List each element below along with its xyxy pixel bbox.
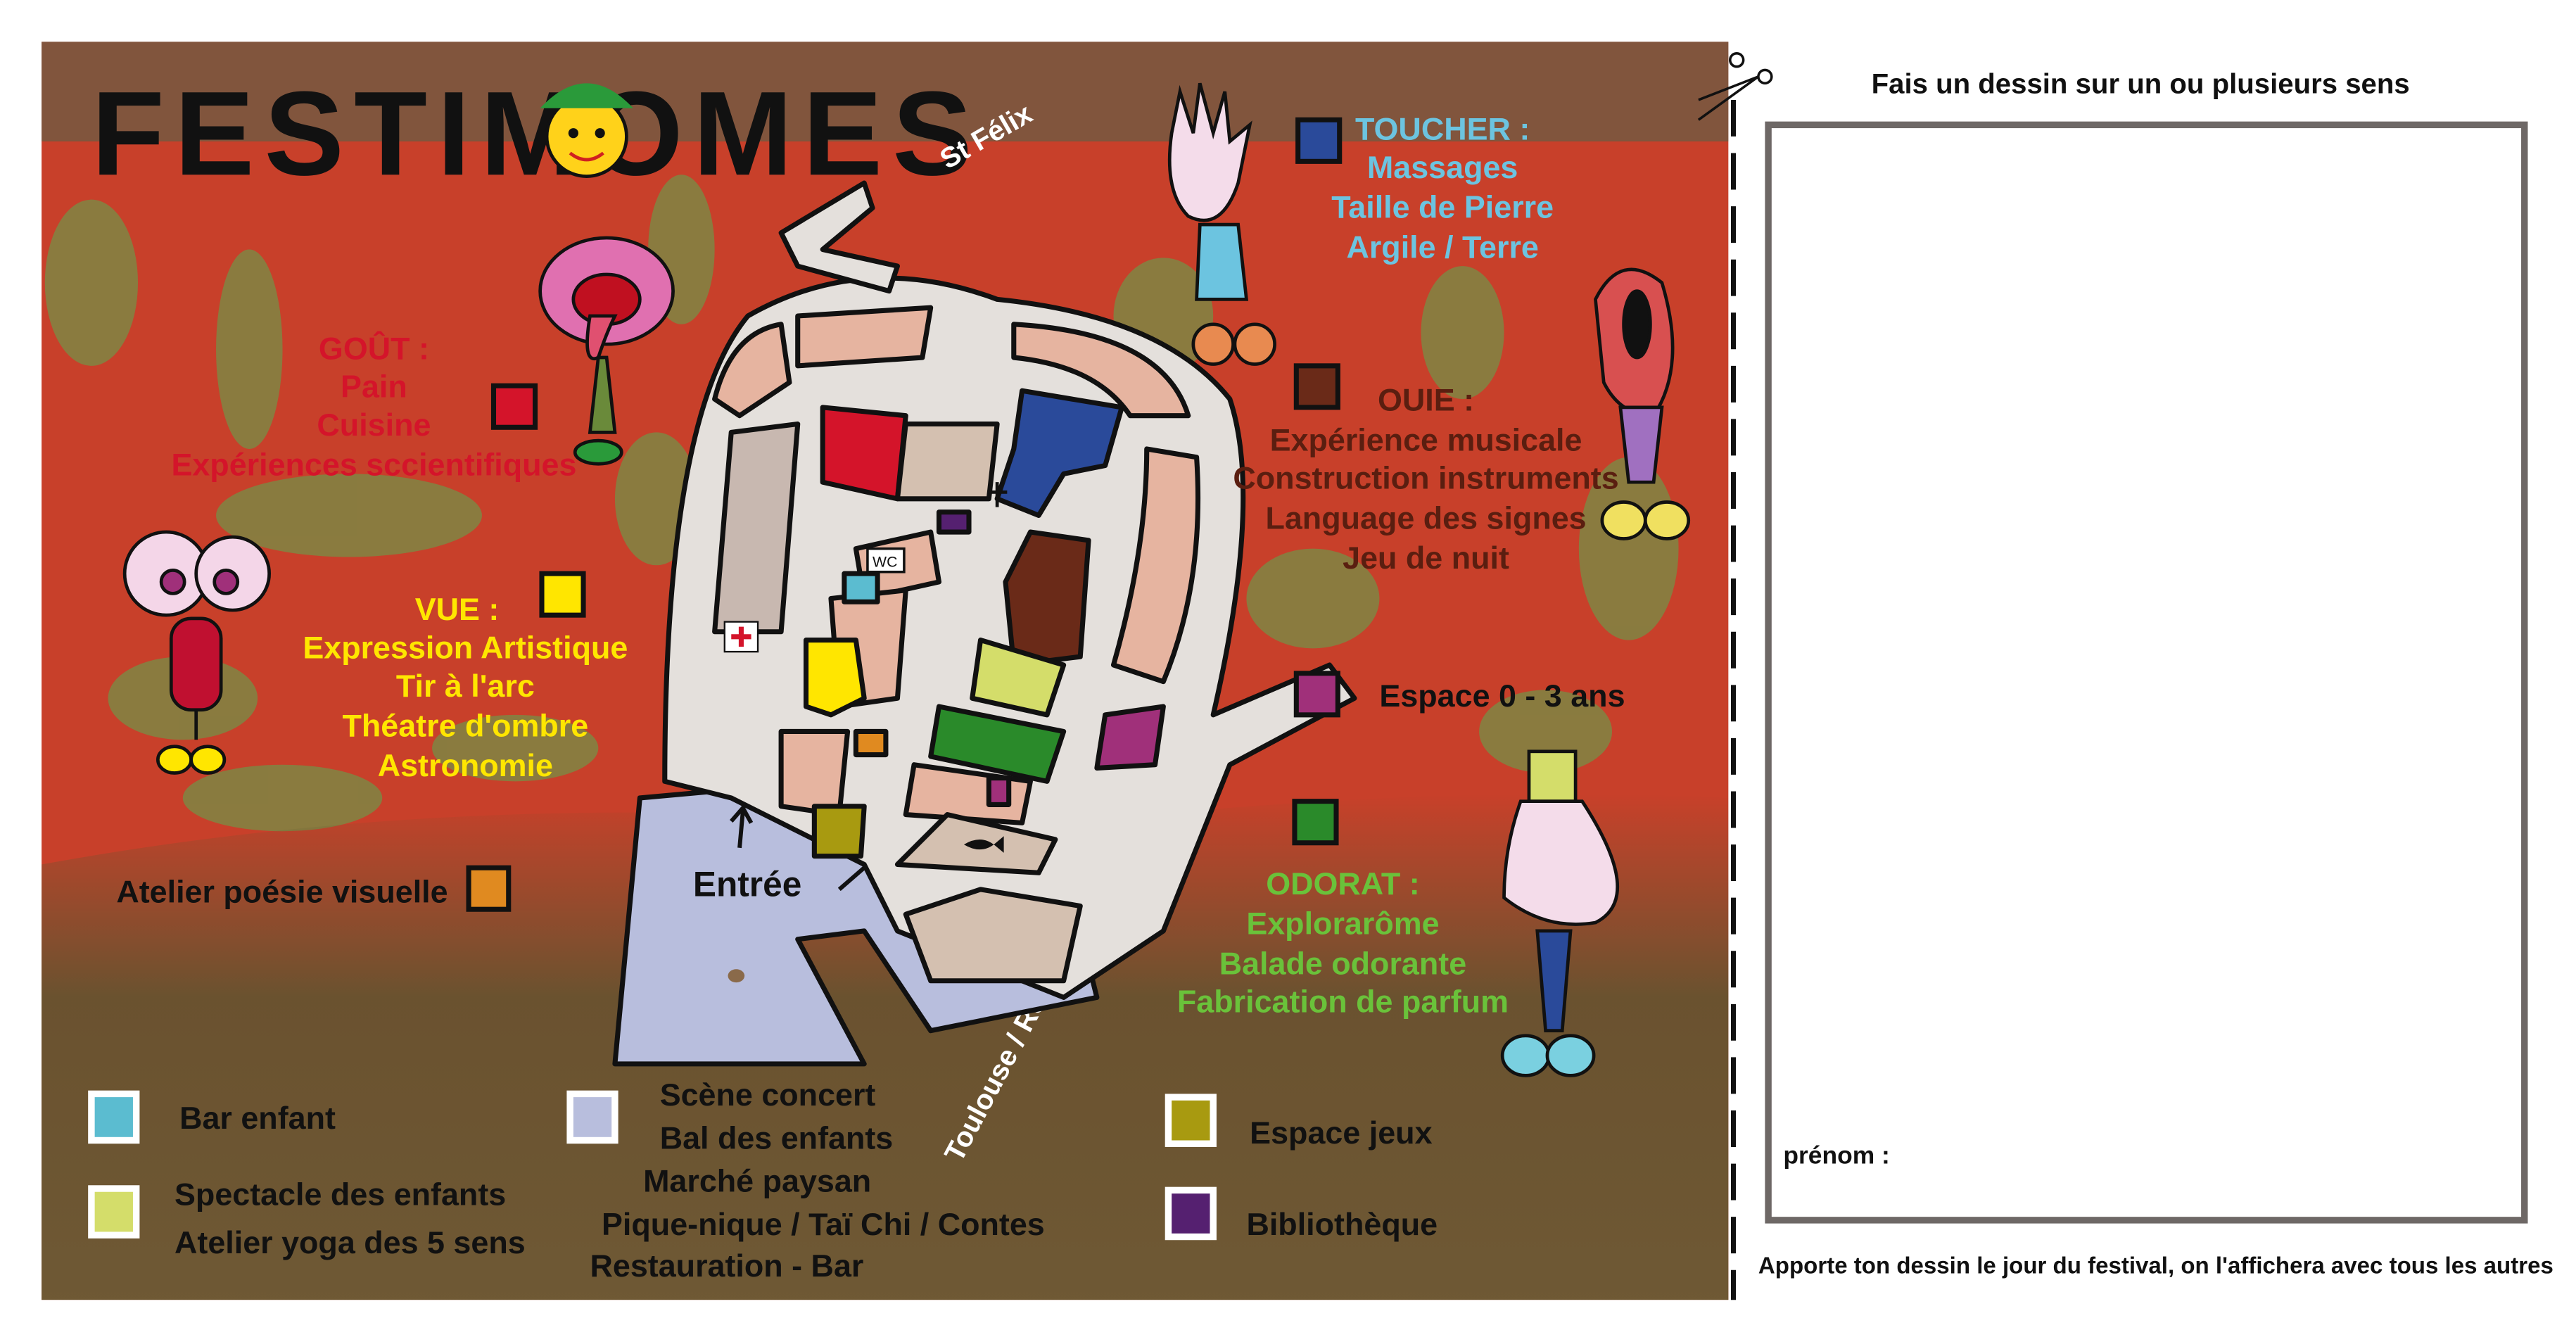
footer-note: Apporte ton dessin le jour du festival, … xyxy=(1758,1253,2553,1279)
marker-vue xyxy=(539,571,586,618)
first-aid-cross-icon xyxy=(723,621,759,653)
church-cross-icon xyxy=(986,482,1008,507)
svg-text:Bal des enfants: Bal des enfants xyxy=(660,1120,894,1155)
drawing-area[interactable] xyxy=(1765,121,2528,1224)
legend-marker-espace-jeux xyxy=(1165,1094,1217,1147)
drawing-heading: Fais un dessin sur un ou plusieurs sens xyxy=(1872,68,2410,99)
svg-text:ODORAT :: ODORAT : xyxy=(1266,866,1419,901)
svg-text:Espace jeux: Espace jeux xyxy=(1250,1115,1432,1151)
svg-text:Massages: Massages xyxy=(1367,149,1518,185)
wc-marker: WC xyxy=(866,547,906,574)
festival-title: FESTIMOMES xyxy=(91,67,982,201)
arrow-icon xyxy=(837,866,866,892)
svg-text:Restauration - Bar: Restauration - Bar xyxy=(590,1248,863,1284)
svg-text:Spectacle des enfants: Spectacle des enfants xyxy=(175,1177,506,1212)
svg-text:Jeu de nuit: Jeu de nuit xyxy=(1343,540,1509,576)
svg-text:Bibliothèque: Bibliothèque xyxy=(1246,1206,1438,1242)
mascot-face-logo xyxy=(540,83,633,178)
tree-icon xyxy=(728,969,745,983)
svg-text:Tir à l'arc: Tir à l'arc xyxy=(396,668,535,704)
svg-text:TOUCHER :: TOUCHER : xyxy=(1355,111,1530,147)
svg-text:Marché paysan: Marché paysan xyxy=(643,1163,871,1199)
svg-text:Scène concert: Scène concert xyxy=(660,1077,876,1113)
svg-text:Expérience musicale: Expérience musicale xyxy=(1270,422,1582,457)
mouth-character xyxy=(538,236,675,466)
svg-text:OUIE :: OUIE : xyxy=(1378,382,1474,418)
legend-marker-spectacle xyxy=(88,1185,140,1239)
nose-character xyxy=(1500,749,1619,1077)
svg-text:Atelier yoga des 5 sens: Atelier yoga des 5 sens xyxy=(175,1224,526,1260)
marker-espace-0-3 xyxy=(1293,671,1340,718)
eyes-character xyxy=(122,530,271,775)
svg-text:Bar enfant: Bar enfant xyxy=(179,1100,336,1136)
svg-text:Pique-nique / Taï Chi / Contes: Pique-nique / Taï Chi / Contes xyxy=(602,1206,1045,1242)
name-label: prénom : xyxy=(1783,1141,1889,1170)
svg-text:GOÛT :: GOÛT : xyxy=(319,330,429,366)
legend-marker-bibliotheque xyxy=(1165,1186,1217,1241)
sense-gout: GOÛT : Pain Cuisine Expériences sccienti… xyxy=(171,330,576,482)
entrance-label: Entrée xyxy=(693,864,801,904)
marker-odorat xyxy=(1292,799,1339,846)
marker-toucher xyxy=(1295,117,1343,164)
svg-text:Expériences sccientifiques: Expériences sccientifiques xyxy=(171,447,576,483)
svg-text:Explorarôme: Explorarôme xyxy=(1246,906,1439,942)
hand-character xyxy=(1167,82,1276,366)
svg-text:Astronomie: Astronomie xyxy=(378,747,553,783)
marker-gout xyxy=(490,383,538,430)
ear-character xyxy=(1594,267,1691,540)
svg-text:Construction instruments: Construction instruments xyxy=(1233,460,1618,496)
sense-vue: VUE : Expression Artistique Tir à l'arc … xyxy=(303,591,628,783)
svg-text:Balade odorante: Balade odorante xyxy=(1219,945,1466,981)
scissors-icon xyxy=(1697,52,1773,121)
extra-espace-0-3: Espace 0 - 3 ans xyxy=(1379,678,1625,714)
arrow-up-icon xyxy=(730,804,754,849)
fish-icon xyxy=(963,836,1004,853)
svg-text:Cuisine: Cuisine xyxy=(317,407,431,443)
village-plan xyxy=(612,180,1357,1067)
extra-atelier-poesie: Atelier poésie visuelle xyxy=(116,874,448,910)
legend-marker-bar-enfant xyxy=(88,1090,140,1144)
svg-text:VUE :: VUE : xyxy=(415,591,500,627)
sense-odorat: ODORAT : Explorarôme Balade odorante Fab… xyxy=(1177,866,1509,1020)
svg-text:WC: WC xyxy=(873,554,897,571)
marker-poesie xyxy=(466,865,512,912)
svg-text:Fabrication de parfum: Fabrication de parfum xyxy=(1177,984,1509,1020)
marker-ouie xyxy=(1293,363,1340,410)
sense-toucher: TOUCHER : Massages Taille de Pierre Argi… xyxy=(1331,111,1554,265)
svg-text:Pain: Pain xyxy=(341,369,407,405)
svg-text:Argile / Terre: Argile / Terre xyxy=(1346,229,1538,265)
svg-text:Expression Artistique: Expression Artistique xyxy=(303,630,628,666)
svg-text:Taille de Pierre: Taille de Pierre xyxy=(1331,189,1554,225)
svg-text:Théatre d'ombre: Théatre d'ombre xyxy=(342,708,588,744)
legend-marker-scene xyxy=(566,1090,618,1144)
legend: Bar enfant Spectacle des enfants Atelier… xyxy=(88,1077,1438,1284)
sense-ouie: OUIE : Expérience musicale Construction … xyxy=(1233,382,1618,576)
svg-text:Language des signes: Language des signes xyxy=(1265,500,1586,536)
